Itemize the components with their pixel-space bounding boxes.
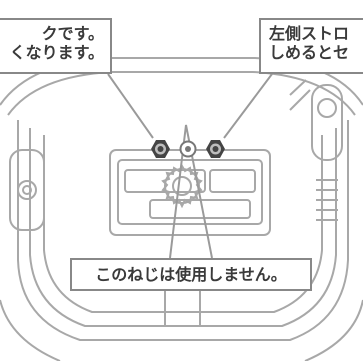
hex-screw-icon — [151, 140, 170, 158]
small-screw-icon — [179, 140, 197, 158]
callout-left-line1: クです。 — [41, 24, 104, 43]
callout-bottom: このねじは使用しません。 — [70, 258, 312, 291]
housing-outline — [0, 57, 363, 361]
leader-lines — [107, 73, 273, 259]
callout-right: 左側ストロ しめるとセ — [259, 18, 363, 74]
hex-screw-icon — [206, 140, 225, 158]
callout-right-line1: 左側ストロ — [269, 24, 350, 43]
center-plate — [109, 149, 271, 325]
callout-left-line2: くなります。 — [9, 43, 104, 62]
callout-right-line2: しめるとセ — [269, 43, 350, 62]
right-side-detail — [289, 79, 343, 221]
callout-left: クです。 くなります。 — [0, 18, 112, 74]
left-side-detail — [9, 149, 45, 231]
callout-bottom-text: このねじは使用しません。 — [95, 265, 287, 284]
